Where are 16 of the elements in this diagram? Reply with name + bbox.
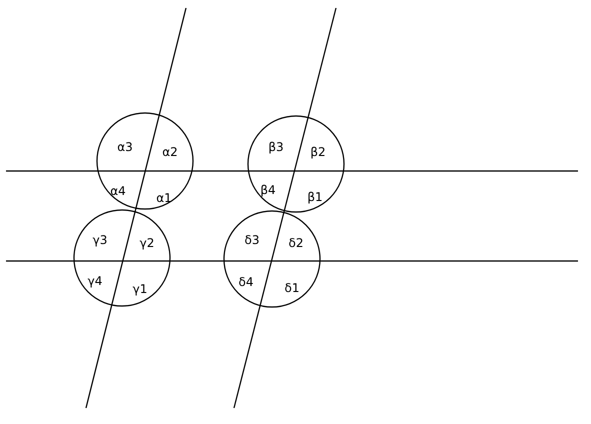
angle-label: α3 [117, 140, 133, 154]
angle-label: β1 [307, 190, 323, 204]
angle-label: δ3 [244, 233, 260, 247]
angle-label: α2 [162, 145, 178, 159]
angle-label: γ3 [92, 233, 108, 247]
angle-label: δ4 [238, 275, 254, 289]
angle-label: β2 [310, 145, 326, 159]
angle-label: γ2 [140, 236, 154, 250]
angle-label: δ2 [288, 236, 304, 250]
angle-label: β4 [260, 183, 276, 197]
angle-label: β3 [268, 140, 284, 154]
angle-label: δ1 [284, 281, 300, 295]
angle-label: γ1 [132, 282, 148, 296]
angle-label: γ4 [88, 274, 102, 288]
angle-label: α1 [156, 191, 172, 205]
angle-label: α4 [110, 184, 126, 198]
